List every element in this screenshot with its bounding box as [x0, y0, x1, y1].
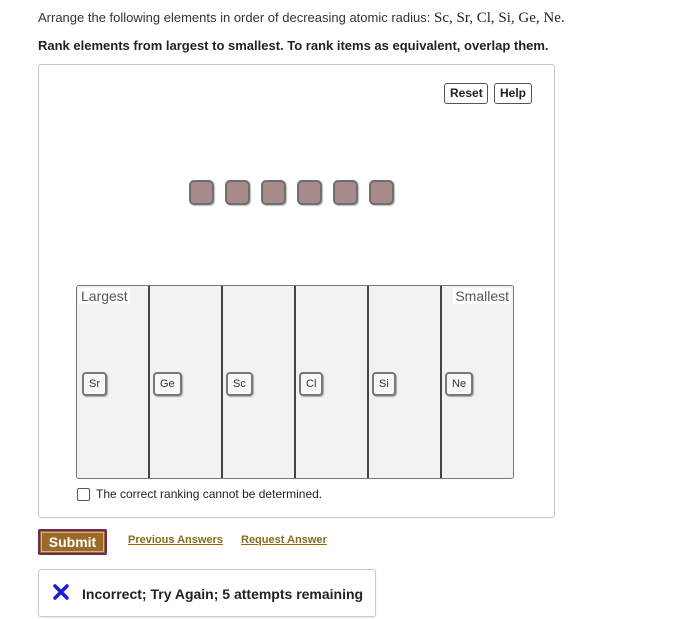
element-chip-sc[interactable]: Sc: [226, 372, 253, 396]
request-answer-link[interactable]: Request Answer: [241, 534, 327, 546]
element-chip-cl[interactable]: Cl: [299, 372, 324, 396]
element-chip-ne[interactable]: Ne: [445, 372, 474, 396]
help-button[interactable]: Help: [494, 83, 532, 104]
tile-slot[interactable]: [369, 180, 394, 205]
tile-slot[interactable]: [333, 180, 358, 205]
rank-column[interactable]: [77, 286, 150, 478]
cannot-determine-option[interactable]: The correct ranking cannot be determined…: [77, 487, 322, 501]
question-elements: Sc, Sr, Cl, Si, Ge, Ne.: [434, 10, 565, 26]
ranking-area: Largest Smallest Sr Ge Sc Cl Si Ne: [76, 285, 514, 479]
tile-slot[interactable]: [189, 180, 214, 205]
question-prefix: Arrange the following elements in order …: [38, 10, 431, 25]
instruction-text: Rank elements from largest to smallest. …: [38, 38, 549, 53]
element-chip-ge[interactable]: Ge: [153, 372, 182, 396]
rank-column[interactable]: [223, 286, 296, 478]
tile-slot[interactable]: [225, 180, 250, 205]
previous-answers-link[interactable]: Previous Answers: [128, 534, 223, 546]
feedback-message: Incorrect; Try Again; 5 attempts remaini…: [82, 586, 364, 602]
feedback-box: Incorrect; Try Again; 5 attempts remaini…: [38, 569, 376, 617]
cannot-determine-checkbox[interactable]: [77, 487, 90, 501]
question-text: Arrange the following elements in order …: [38, 10, 565, 27]
submit-label: Submit: [48, 534, 97, 550]
submit-button[interactable]: Submit: [38, 529, 107, 555]
x-icon: [53, 584, 69, 600]
tile-slot[interactable]: [297, 180, 322, 205]
cannot-determine-label: The correct ranking cannot be determined…: [96, 487, 323, 501]
element-chip-sr[interactable]: Sr: [82, 372, 107, 396]
rank-column[interactable]: [369, 286, 442, 478]
tile-slot[interactable]: [261, 180, 286, 205]
largest-label: Largest: [79, 288, 130, 304]
submit-button-inner-border: [41, 532, 104, 552]
reset-button[interactable]: Reset: [444, 83, 488, 104]
rank-column[interactable]: [150, 286, 223, 478]
element-chip-si[interactable]: Si: [372, 372, 396, 396]
smallest-label: Smallest: [453, 288, 511, 304]
rank-column[interactable]: [296, 286, 369, 478]
ranking-panel: Reset Help Largest Smallest Sr Ge Sc Cl …: [38, 64, 555, 518]
